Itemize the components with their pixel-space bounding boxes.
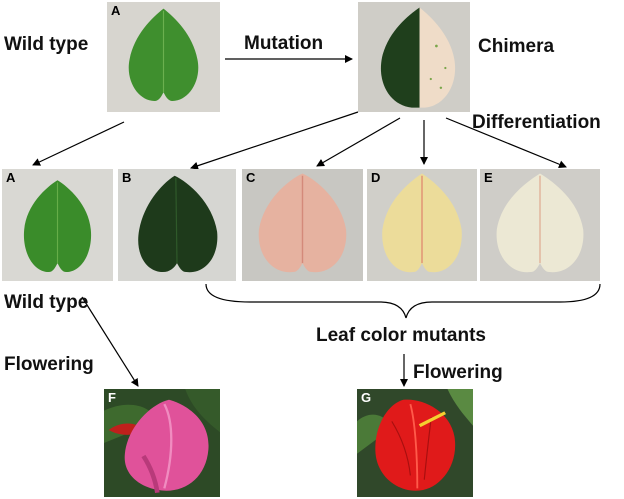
panel-label-a: A: [6, 170, 16, 185]
wild-type-top-label: Wild type: [4, 34, 89, 55]
chimera-leaf-photo: [358, 2, 470, 112]
pink-anthurium-photo: F: [104, 389, 220, 497]
panel-label-e: E: [484, 170, 493, 185]
arrow-to-a: [32, 121, 125, 166]
leaf-c-photo: C: [242, 169, 363, 281]
arrow-to-b: [190, 111, 359, 170]
panel-label-b: B: [122, 170, 132, 185]
panel-label-g: G: [361, 390, 372, 405]
panel-label-a-top: A: [111, 3, 121, 18]
leaf-d-photo: D: [367, 169, 477, 281]
panel-label-f: F: [108, 390, 116, 405]
arrow-to-c: [316, 117, 401, 167]
flowering-left-label: Flowering: [4, 354, 94, 375]
chimera-label: Chimera: [478, 36, 555, 57]
panel-label-d: D: [371, 170, 381, 185]
leaf-e-photo: E: [480, 169, 600, 281]
arrow-to-flower-f: [81, 296, 139, 387]
wild-type-bottom-label: Wild type: [4, 292, 89, 313]
leaf-a-photo: A: [2, 169, 113, 281]
red-anthurium-photo: G: [357, 389, 473, 497]
leaf-color-mutants-label: Leaf color mutants: [316, 325, 486, 346]
mutation-label: Mutation: [244, 33, 324, 54]
flowering-right-label: Flowering: [413, 362, 503, 383]
panel-label-c: C: [246, 170, 256, 185]
wild-type-leaf-photo: A: [107, 2, 220, 112]
leaf-b-photo: B: [118, 169, 236, 281]
mutants-brace: [205, 283, 601, 319]
differentiation-label: Differentiation: [472, 112, 601, 133]
arrow-to-e: [445, 117, 567, 169]
